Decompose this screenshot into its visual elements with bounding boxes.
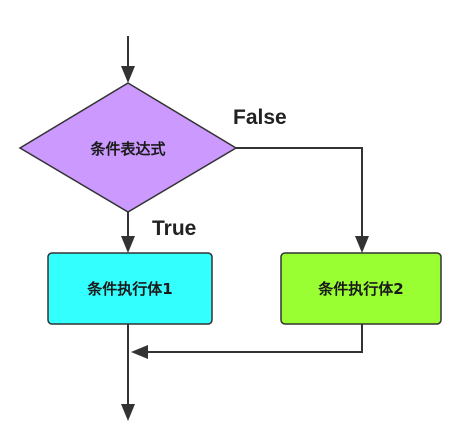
entry-arrowhead <box>121 66 135 83</box>
body1-box[interactable] <box>47 252 213 325</box>
true-edge-label: True <box>152 217 196 240</box>
false-arrowhead <box>355 236 369 253</box>
body1-label: 条件执行体1 <box>86 280 172 298</box>
body2-label: 条件执行体2 <box>317 280 403 298</box>
merge-arrowhead <box>131 345 148 359</box>
true-arrowhead <box>121 236 135 253</box>
condition-label: 条件表达式 <box>89 140 165 158</box>
false-edge <box>236 147 363 236</box>
exit-arrowhead <box>121 404 135 421</box>
merge-edge <box>148 324 363 353</box>
false-edge-label: False <box>233 106 287 129</box>
